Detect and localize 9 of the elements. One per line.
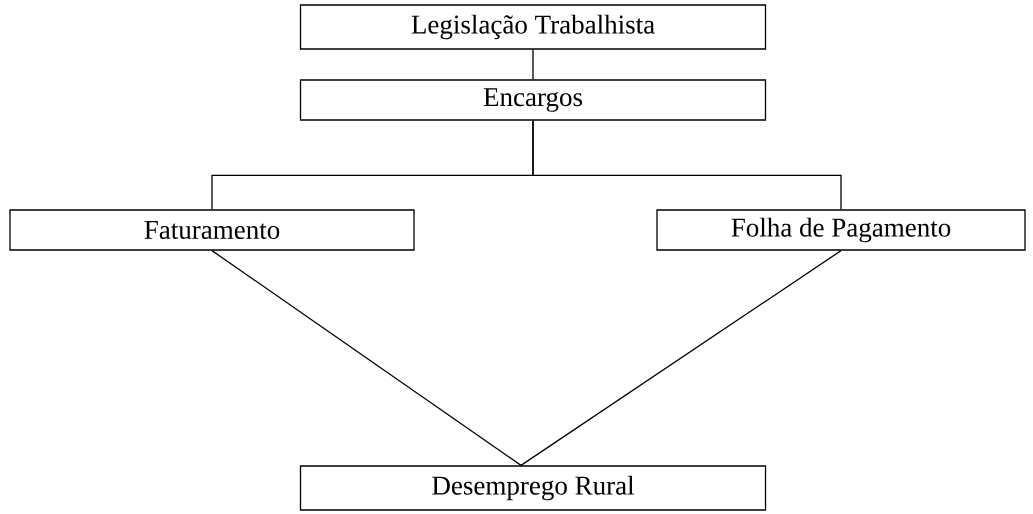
text-box: Folha de Pagamento: [656, 209, 1026, 251]
text-box: Desemprego Rural: [299, 465, 767, 511]
connector-line: [520, 250, 842, 466]
text-box: Encargos: [299, 79, 767, 121]
connector-line: [211, 250, 522, 466]
connector-line: [532, 49, 534, 80]
text-box: Legislação Trabalhista: [299, 4, 767, 50]
text-box: Faturamento: [9, 209, 415, 251]
connector-line: [532, 120, 842, 210]
